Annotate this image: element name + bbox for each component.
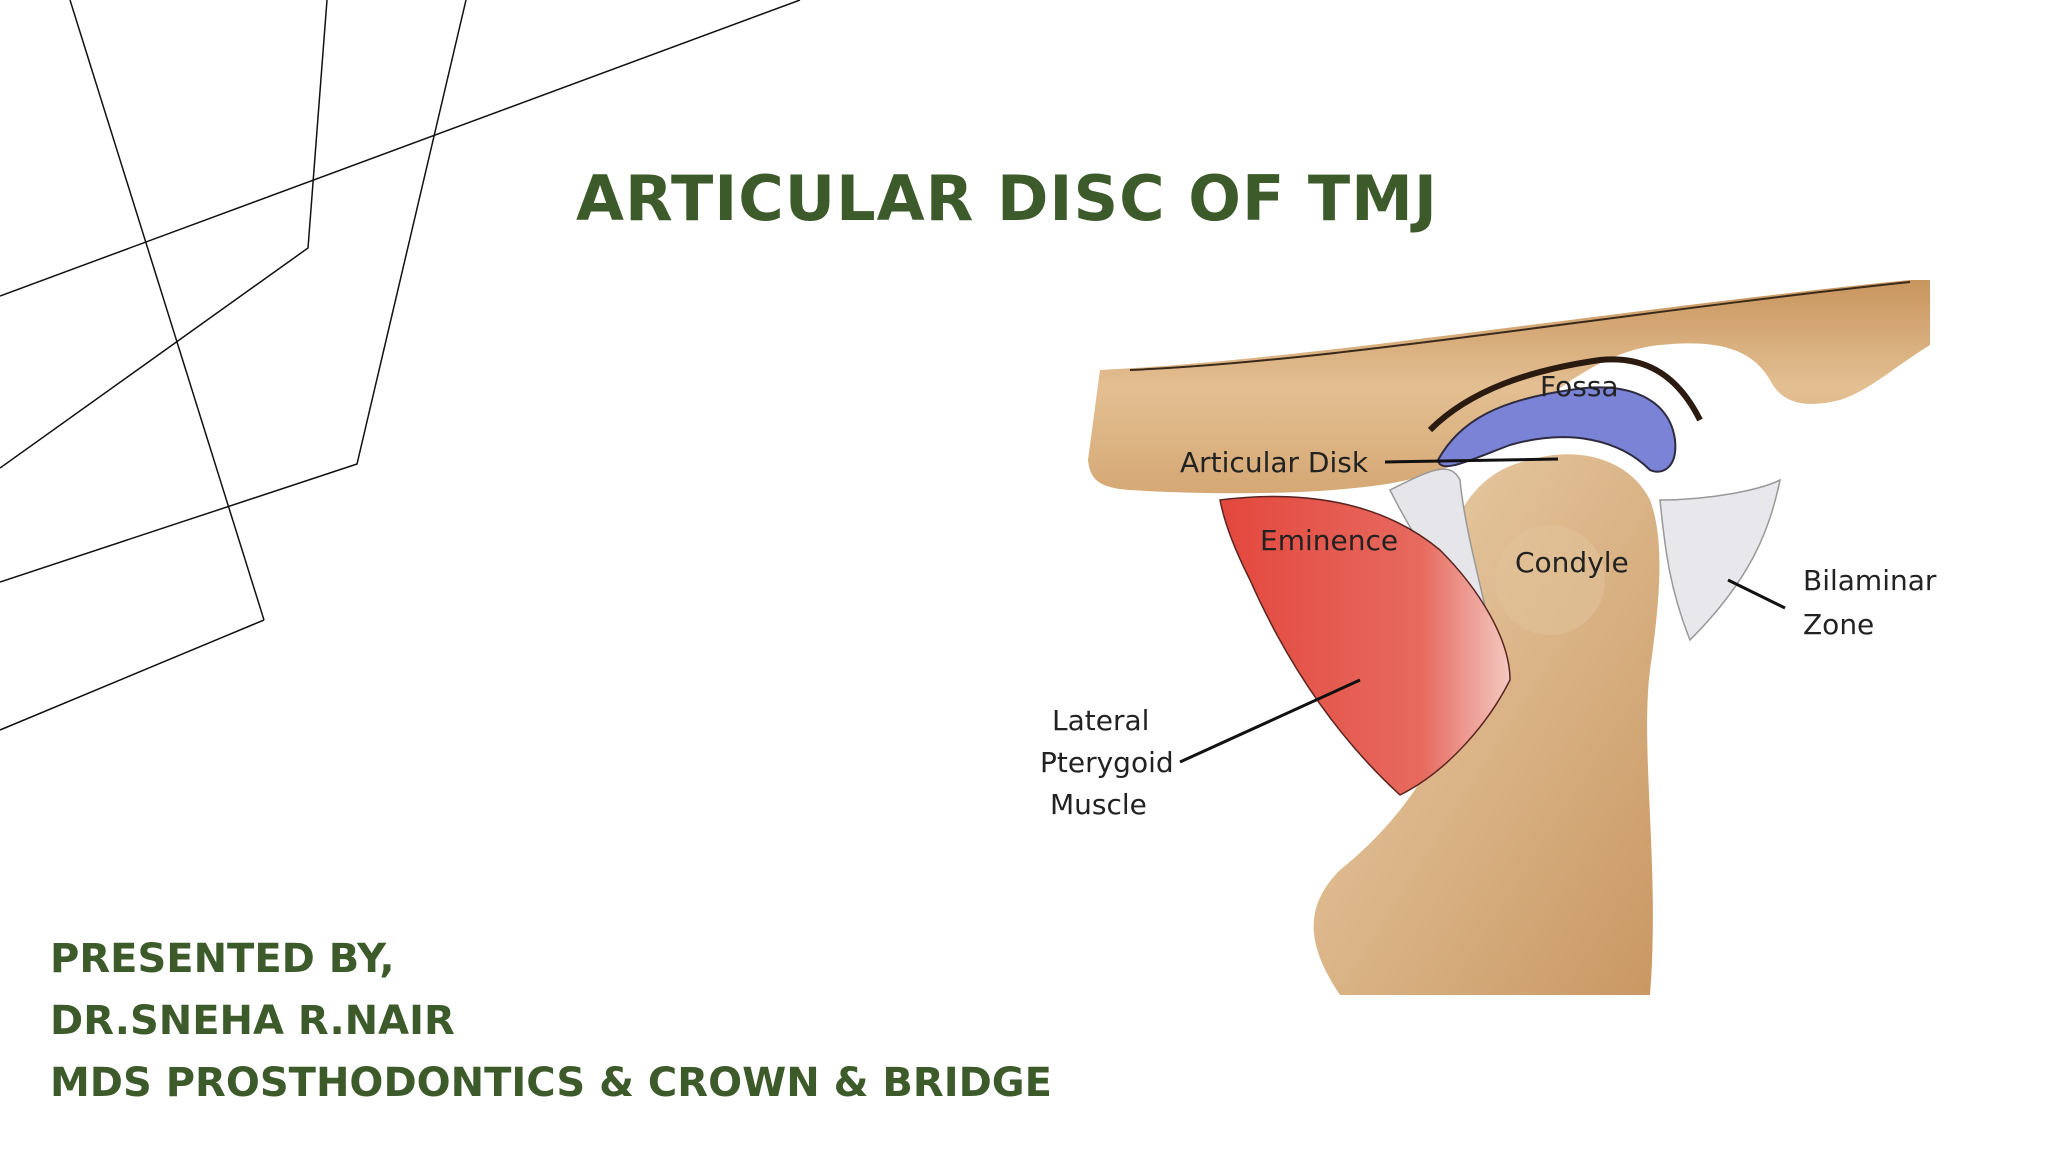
- presenter-name: DR.SNEHA R.NAIR: [50, 998, 455, 1044]
- articular-disk: [1436, 386, 1677, 473]
- decorative-lines: [0, 0, 801, 731]
- temporal-bone: [1088, 280, 1930, 494]
- slide-title: ARTICULAR DISC OF TMJ: [576, 162, 1438, 235]
- bilaminar-zone: [1659, 478, 1782, 642]
- label-pterygoid: Pterygoid: [1040, 746, 1174, 779]
- label-zone: Zone: [1803, 608, 1874, 641]
- label-eminence: Eminence: [1260, 524, 1398, 557]
- label-lateral: Lateral: [1052, 704, 1149, 737]
- presenter-qualification: MDS PROSTHODONTICS & CROWN & BRIDGE: [50, 1060, 1052, 1106]
- lateral-pterygoid-muscle: [1219, 495, 1511, 796]
- label-condyle: Condyle: [1515, 546, 1629, 579]
- presenter-block: PRESENTED BY, DR.SNEHA R.NAIR MDS PROSTH…: [50, 928, 1052, 1114]
- presenter-heading: PRESENTED BY,: [50, 936, 395, 982]
- label-bilaminar: Bilaminar: [1803, 564, 1937, 597]
- label-muscle: Muscle: [1050, 788, 1147, 821]
- label-fossa: Fossa: [1540, 370, 1619, 403]
- tmj-illustration: Fossa Articular Disk Eminence Condyle Bi…: [1040, 280, 1937, 995]
- label-articular-disk: Articular Disk: [1180, 446, 1369, 479]
